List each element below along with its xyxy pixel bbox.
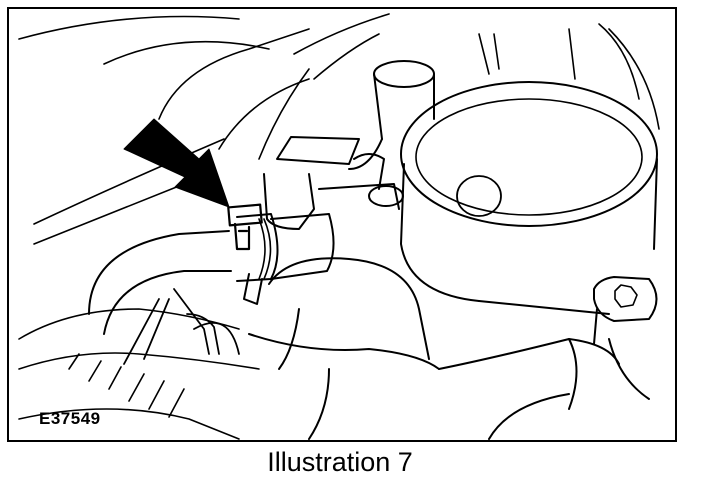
corrugated-tube (18, 308, 260, 440)
hose-clip (227, 203, 263, 251)
wiring (123, 288, 240, 365)
figure-caption: Illustration 7 (267, 447, 413, 477)
torx-bolt (568, 276, 658, 410)
figure-id-label: E37549 (39, 409, 101, 428)
illustration-frame: E37549 (7, 7, 677, 442)
hose-assembly (88, 213, 335, 335)
pointer-arrow (123, 118, 230, 208)
bracket-block (263, 136, 404, 230)
throttle-body-housing (400, 81, 658, 315)
vertical-pipe (348, 60, 435, 170)
engine-bay-contours (18, 13, 660, 245)
intake-duct (248, 257, 620, 440)
engine-line-drawing (18, 13, 660, 440)
